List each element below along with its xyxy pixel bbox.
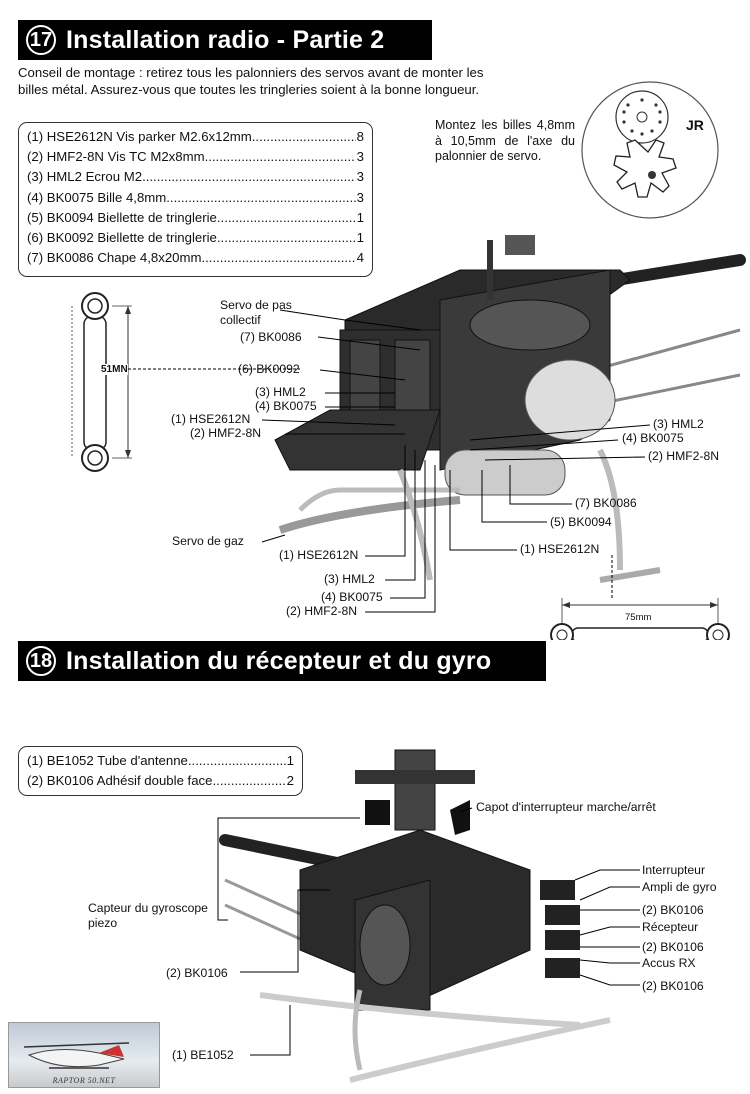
callout-4-bk0075-bottom: (4) BK0075 [321,590,383,604]
callout-6-bk0092: (6) BK0092 [238,362,300,376]
callout-ampli-gyro: Ampli de gyro [642,880,717,894]
rod-75-dimension: 75mm [625,612,652,623]
parts-row: (2) BK0106 Adhésif double face2 [27,770,294,790]
callout-bk0106-r2: (2) BK0106 [642,940,704,954]
callout-1-hse2612n: (1) HSE2612N [171,412,251,426]
callout-3-hml2: (3) HML2 [255,385,306,399]
radio-install-diagram [71,81,746,640]
step-number-17: 17 [26,25,56,55]
helicopter-frame-17 [274,235,746,583]
logo-photo: RAPTOR 50.NET [8,1022,160,1088]
callout-recepteur: Récepteur [642,920,699,934]
parts-row: (3) HML2 Ecrou M23 [27,167,364,187]
jr-label: JR [686,117,704,133]
callout-2-hmf2-8n-right: (2) HMF2-8N [648,449,720,463]
callout-servo-gaz: Servo de gaz [172,534,244,548]
linkage-rod-51 [71,292,132,472]
rod-51-dimension: 51MN [101,364,128,375]
callout-be1052: (1) BE1052 [172,1048,234,1062]
callout-7-bk0086: (7) BK0086 [240,330,302,344]
section-18-title: Installation du récepteur et du gyro [66,646,492,675]
parts-list-17: (1) HSE2612N Vis parker M2.6x12mm8 (2) H… [18,122,373,277]
callout-accus-rx: Accus RX [642,956,696,970]
step-number-18: 18 [26,646,56,676]
callout-5-bk0094: (5) BK0094 [550,515,612,529]
parts-list-18: (1) BE1052 Tube d'antenne1 (2) BK0106 Ad… [18,746,303,796]
section-17-header: 17 Installation radio - Partie 2 [18,20,432,60]
callout-bk0106-r1: (2) BK0106 [642,903,704,917]
callout-7-bk0086-right: (7) BK0086 [575,496,637,510]
parts-row: (6) BK0092 Biellette de tringlerie1 [27,227,364,247]
callout-leaders-17 [108,309,651,613]
parts-row: (5) BK0094 Biellette de tringlerie1 [27,207,364,227]
callout-2-hmf2-8n: (2) HMF2-8N [190,426,262,440]
helicopter-photo-icon [23,1042,130,1069]
section-18-header: 18 Installation du récepteur et du gyro [18,641,546,681]
callout-1-hse2612n-right: (1) HSE2612N [520,542,600,556]
callout-interrupteur: Interrupteur [642,863,706,877]
callout-capot-interrupteur: Capot d'interrupteur marche/arrêt [476,800,656,814]
parts-row: (1) HSE2612N Vis parker M2.6x12mm8 [27,126,364,146]
callout-2-hmf2-8n-bottom: (2) HMF2-8N [286,604,358,618]
servo-horn-illustration [581,81,719,219]
callout-bk0106-left: (2) BK0106 [166,966,228,980]
callout-4-bk0075-right: (4) BK0075 [622,431,684,445]
callout-bk0106-r3: (2) BK0106 [642,979,704,993]
parts-row: (4) BK0075 Bille 4,8mm3 [27,187,364,207]
callout-leaders-18 [217,807,640,1056]
callout-3-hml2-bottom: (3) HML2 [324,572,375,586]
section-17-title: Installation radio - Partie 2 [66,25,385,54]
callout-4-bk0075: (4) BK0075 [255,399,317,413]
callout-3-hml2-right: (3) HML2 [653,417,704,431]
callout-1-hse2612n-bottom: (1) HSE2612N [279,548,359,562]
callout-servo-collectif: Servo de pas collectif [220,298,292,327]
callout-capteur-gyro: Capteur du gyroscope piezo [88,901,208,930]
photo-caption: RAPTOR 50.NET [52,1076,116,1085]
horn-note: Montez les billes 4,8mm à 10,5mm de l'ax… [435,118,575,163]
parts-row: (1) BE1052 Tube d'antenne1 [27,750,294,770]
parts-row: (2) HMF2-8N Vis TC M2x8mm3 [27,146,364,166]
parts-row: (7) BK0086 Chape 4,8x20mm4 [27,248,364,268]
linkage-rod-75 [550,598,730,640]
assembly-note: Conseil de montage : retirez tous les pa… [18,65,484,97]
